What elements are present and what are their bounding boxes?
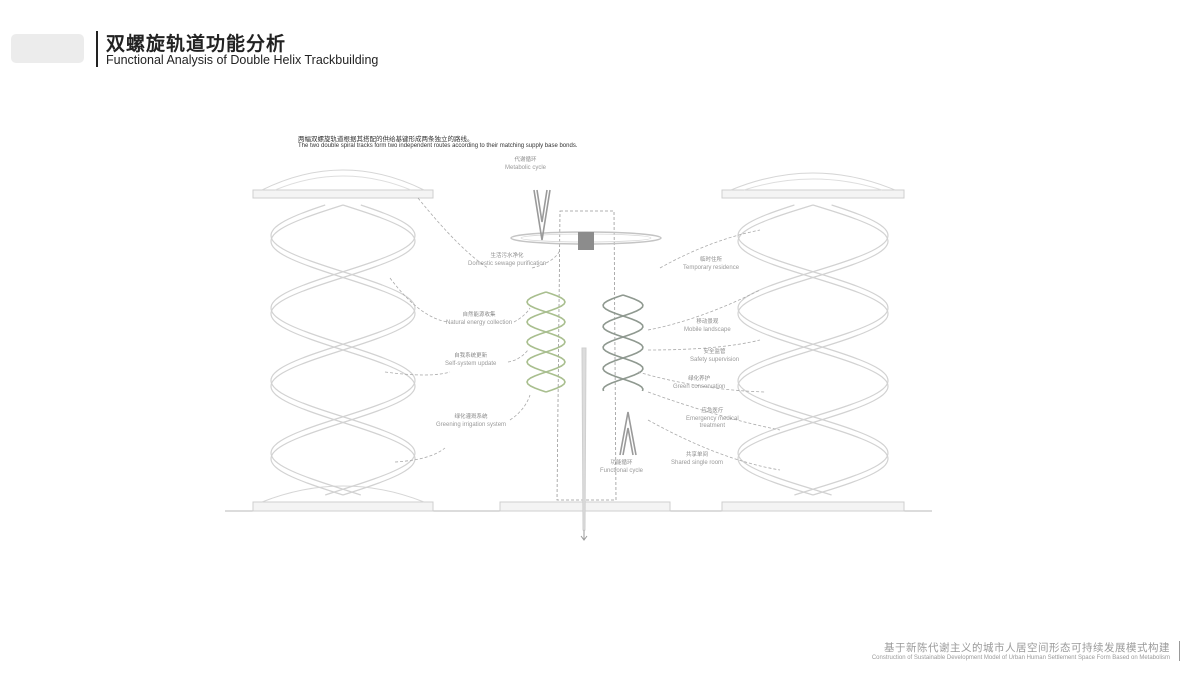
connector-sewage [417, 197, 489, 269]
right-tower-top-plate [721, 189, 905, 199]
left-helix-strand-1 [270, 204, 416, 496]
footer-title-zh: 基于新陈代谢主义的城市人居空间形态可持续发展模式构建 [884, 642, 1170, 654]
green-helix-strand-0 [526, 291, 566, 393]
intro-text-zh: 两幅双螺旋轨道根据其搭配的供给基键形成两条独立的路线。 [298, 135, 474, 143]
left-tower-dome [261, 169, 425, 191]
left-tower-base-dome [261, 485, 425, 503]
up-arrow-icon [619, 411, 637, 456]
left-helix-strand-3 [270, 204, 416, 496]
gray-helix-strand-1 [602, 294, 644, 392]
left-tower [252, 169, 434, 512]
connector-residence [659, 229, 761, 269]
right-tower-helix [737, 204, 889, 496]
green-helix-strand-1 [526, 291, 566, 393]
center-frame [556, 210, 617, 501]
logo-placeholder [11, 34, 84, 63]
left-helix-strand-2 [270, 204, 416, 496]
green-helix [526, 291, 566, 393]
connector-update [384, 371, 451, 376]
center-spike [581, 347, 587, 531]
gray-helix-strand-0 [602, 294, 644, 392]
right-helix-strand-3 [737, 204, 889, 496]
right-tower [721, 172, 905, 512]
gray-helix [602, 294, 644, 392]
title-divider [96, 31, 98, 67]
center-structure [499, 189, 671, 541]
connector-landscape [647, 289, 761, 331]
connector-lines [384, 197, 781, 471]
right-tower-base-plate [721, 501, 905, 512]
left-tower-top-plate [252, 189, 434, 199]
left-tower-base-plate [252, 501, 434, 512]
connector-room [647, 419, 781, 471]
footer-divider [1179, 641, 1180, 661]
intro-text-en: The two double spiral tracks form two in… [298, 143, 578, 149]
down-arrow-icon [533, 189, 551, 241]
right-helix-strand-2 [737, 204, 889, 496]
center-box [578, 232, 594, 250]
connector-medical [647, 391, 781, 431]
connector-irrigation [394, 447, 446, 463]
connector-energy [389, 277, 449, 323]
right-helix-strand-1 [737, 204, 889, 496]
left-tower-helix [270, 204, 416, 496]
footer-title-en: Construction of Sustainable Development … [871, 655, 1170, 661]
page-title-zh: 双螺旋轨道功能分析 [106, 33, 287, 55]
page-title-en: Functional Analysis of Double Helix Trac… [106, 53, 379, 67]
right-tower-dome [743, 178, 883, 191]
